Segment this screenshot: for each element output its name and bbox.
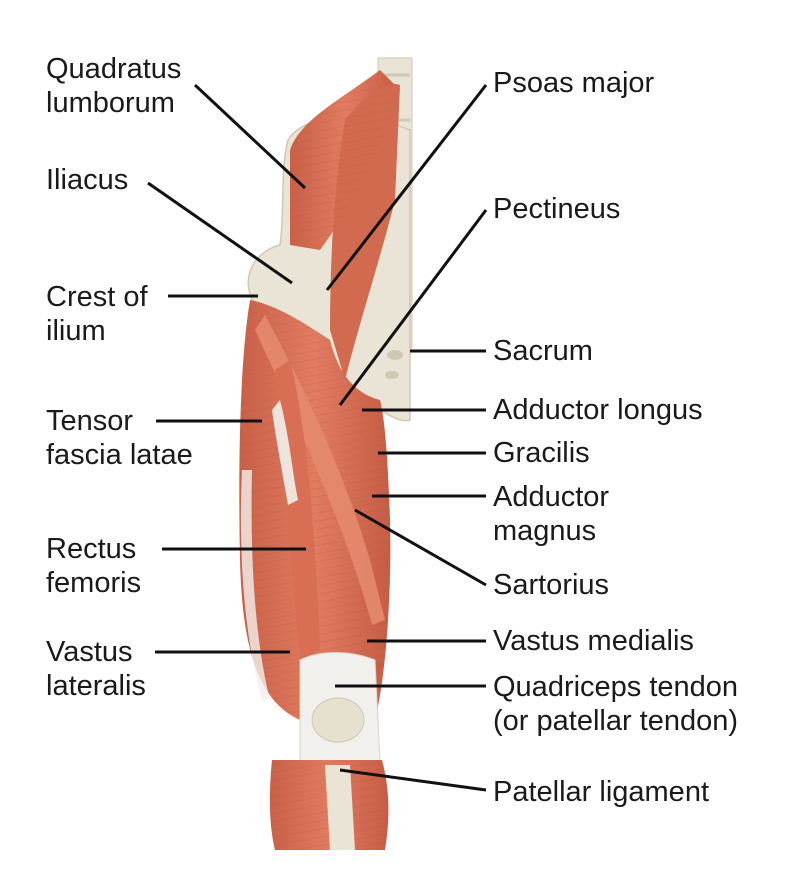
label-tensor-fascia-latae: Tensor fascia latae — [46, 405, 193, 471]
label-adductor-magnus: Adductor magnus — [493, 481, 610, 547]
knee — [299, 652, 381, 772]
leader-lines — [147, 83, 488, 792]
label-pectineus: Pectineus — [493, 193, 621, 225]
label-sacrum: Sacrum — [493, 335, 593, 367]
upper-muscles — [290, 70, 400, 380]
lower-leg — [269, 760, 389, 850]
label-vastus-medialis: Vastus medialis — [493, 625, 694, 657]
label-rectus-femoris: Rectus femoris — [46, 533, 142, 599]
label-quadratus-lumborum: Quadratus lumborum — [46, 53, 182, 119]
label-iliacus: Iliacus — [46, 164, 129, 196]
label-sartorius: Sartorius — [493, 569, 610, 601]
label-adductor-longus: Adductor longus — [493, 394, 703, 426]
label-quadriceps-tendon: Quadriceps tendon (or patellar tendon) — [493, 671, 739, 737]
label-vastus-lateralis: Vastus lateralis — [46, 636, 146, 702]
label-gracilis: Gracilis — [493, 437, 590, 469]
label-patellar-ligament: Patellar ligament — [493, 776, 709, 808]
label-crest-of-ilium: Crest of ilium — [46, 281, 148, 347]
thigh-muscles — [239, 300, 391, 720]
label-psoas-major: Psoas major — [493, 67, 655, 99]
